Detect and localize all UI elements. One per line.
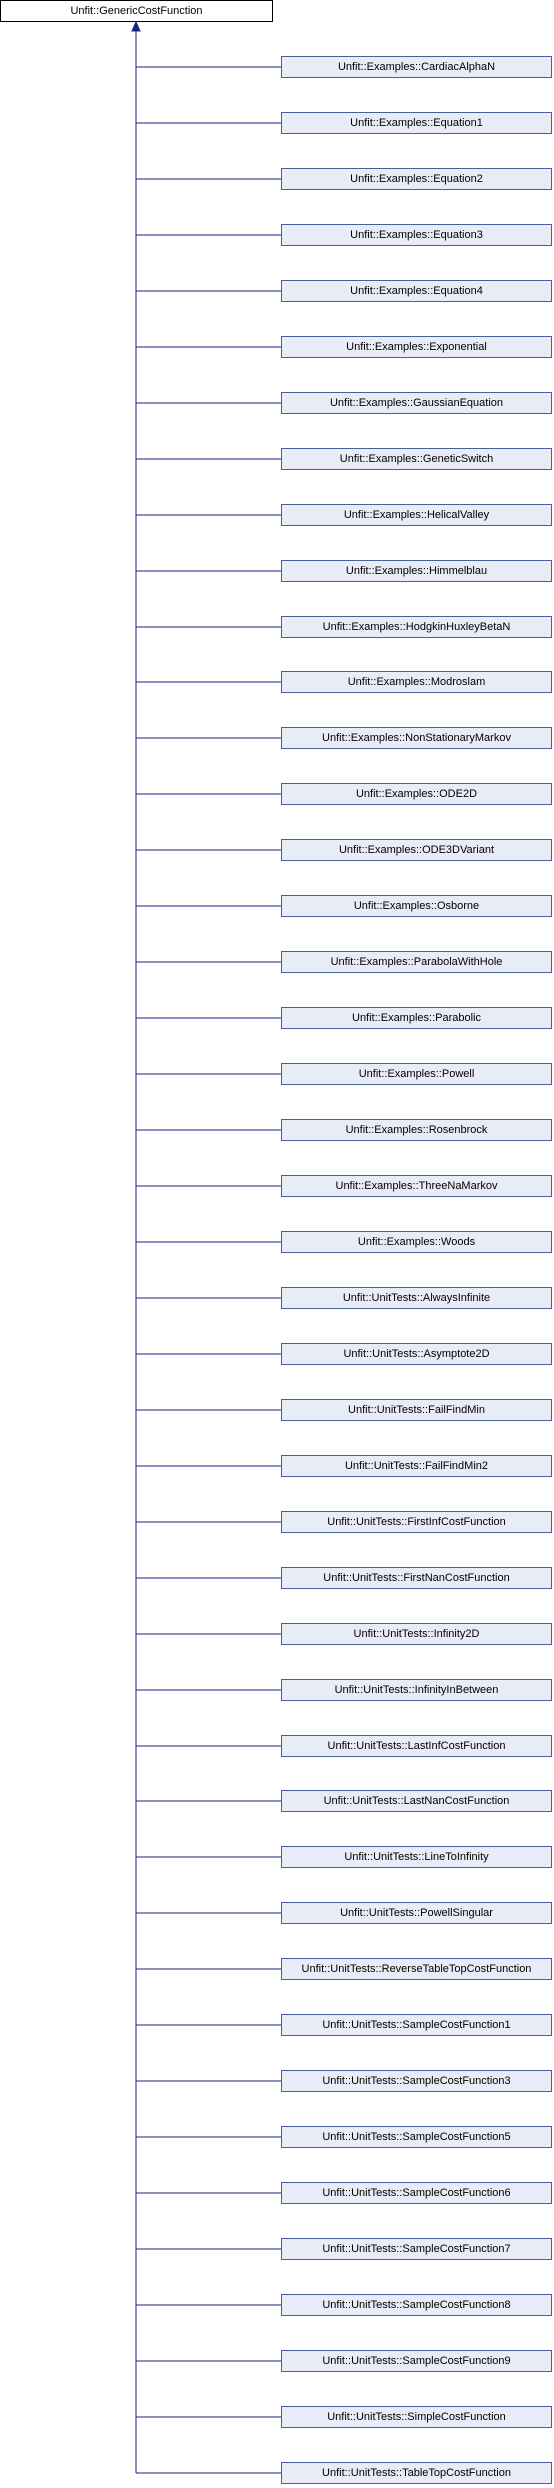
derived-class-node[interactable]: Unfit::Examples::Exponential <box>281 336 552 358</box>
derived-class-node[interactable]: Unfit::Examples::GeneticSwitch <box>281 448 552 470</box>
derived-class-node[interactable]: Unfit::UnitTests::SimpleCostFunction <box>281 2406 552 2428</box>
derived-class-node[interactable]: Unfit::Examples::Powell <box>281 1063 552 1085</box>
derived-class-node[interactable]: Unfit::UnitTests::AlwaysInfinite <box>281 1287 552 1309</box>
base-class-node[interactable]: Unfit::GenericCostFunction <box>0 0 273 22</box>
derived-class-node[interactable]: Unfit::Examples::ParabolaWithHole <box>281 951 552 973</box>
derived-class-node[interactable]: Unfit::Examples::Modroslam <box>281 671 552 693</box>
derived-class-node[interactable]: Unfit::Examples::Equation3 <box>281 224 552 246</box>
derived-class-node[interactable]: Unfit::Examples::Equation2 <box>281 168 552 190</box>
derived-class-node[interactable]: Unfit::UnitTests::FirstNanCostFunction <box>281 1567 552 1589</box>
derived-class-node[interactable]: Unfit::Examples::HelicalValley <box>281 504 552 526</box>
derived-class-node[interactable]: Unfit::UnitTests::Infinity2D <box>281 1623 552 1645</box>
derived-class-node[interactable]: Unfit::UnitTests::Asymptote2D <box>281 1343 552 1365</box>
derived-class-node[interactable]: Unfit::UnitTests::PowellSingular <box>281 1902 552 1924</box>
derived-class-node[interactable]: Unfit::Examples::ODE2D <box>281 783 552 805</box>
derived-class-node[interactable]: Unfit::Examples::GaussianEquation <box>281 392 552 414</box>
derived-class-node[interactable]: Unfit::Examples::Parabolic <box>281 1007 552 1029</box>
derived-class-node[interactable]: Unfit::UnitTests::LastNanCostFunction <box>281 1790 552 1812</box>
derived-class-node[interactable]: Unfit::Examples::ThreeNaMarkov <box>281 1175 552 1197</box>
derived-class-node[interactable]: Unfit::Examples::NonStationaryMarkov <box>281 727 552 749</box>
derived-class-node[interactable]: Unfit::UnitTests::LineToInfinity <box>281 1846 552 1868</box>
derived-class-node[interactable]: Unfit::UnitTests::ReverseTableTopCostFun… <box>281 1958 552 1980</box>
derived-class-node[interactable]: Unfit::Examples::HodgkinHuxleyBetaN <box>281 616 552 638</box>
derived-class-node[interactable]: Unfit::UnitTests::SampleCostFunction8 <box>281 2294 552 2316</box>
derived-class-node[interactable]: Unfit::UnitTests::SampleCostFunction9 <box>281 2350 552 2372</box>
derived-class-node[interactable]: Unfit::Examples::Himmelblau <box>281 560 552 582</box>
derived-class-node[interactable]: Unfit::Examples::CardiacAlphaN <box>281 56 552 78</box>
inheritance-arrowhead <box>131 20 141 32</box>
derived-class-node[interactable]: Unfit::UnitTests::SampleCostFunction6 <box>281 2182 552 2204</box>
derived-class-node[interactable]: Unfit::Examples::Equation1 <box>281 112 552 134</box>
derived-class-node[interactable]: Unfit::UnitTests::SampleCostFunction7 <box>281 2238 552 2260</box>
derived-class-node[interactable]: Unfit::Examples::Rosenbrock <box>281 1119 552 1141</box>
derived-class-node[interactable]: Unfit::UnitTests::FirstInfCostFunction <box>281 1511 552 1533</box>
derived-class-node[interactable]: Unfit::UnitTests::SampleCostFunction1 <box>281 2014 552 2036</box>
derived-class-node[interactable]: Unfit::UnitTests::FailFindMin <box>281 1399 552 1421</box>
derived-class-node[interactable]: Unfit::Examples::Osborne <box>281 895 552 917</box>
derived-class-node[interactable]: Unfit::UnitTests::LastInfCostFunction <box>281 1735 552 1757</box>
derived-class-node[interactable]: Unfit::UnitTests::SampleCostFunction3 <box>281 2070 552 2092</box>
derived-class-node[interactable]: Unfit::UnitTests::SampleCostFunction5 <box>281 2126 552 2148</box>
derived-class-node[interactable]: Unfit::Examples::Equation4 <box>281 280 552 302</box>
derived-class-node[interactable]: Unfit::UnitTests::FailFindMin2 <box>281 1455 552 1477</box>
derived-class-node[interactable]: Unfit::Examples::ODE3DVariant <box>281 839 552 861</box>
derived-class-node[interactable]: Unfit::UnitTests::InfinityInBetween <box>281 1679 552 1701</box>
derived-class-node[interactable]: Unfit::Examples::Woods <box>281 1231 552 1253</box>
derived-class-node[interactable]: Unfit::UnitTests::TableTopCostFunction <box>281 2462 552 2484</box>
